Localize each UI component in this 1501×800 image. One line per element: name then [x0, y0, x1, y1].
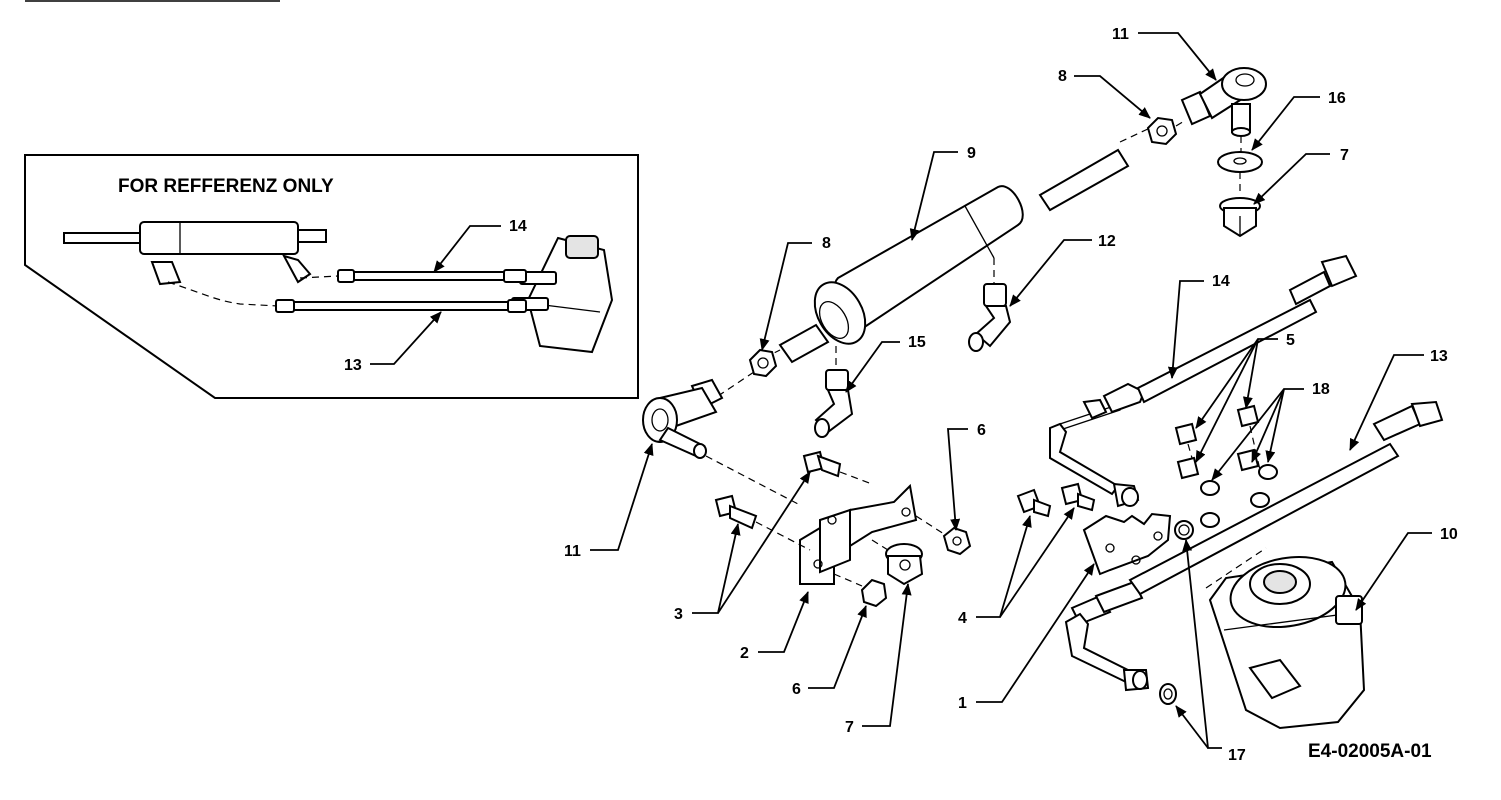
steering-unit-screws [1174, 404, 1261, 480]
steering-unit [1205, 547, 1366, 730]
callout-6-lower: 6 [792, 681, 801, 698]
leader-12 [1009, 239, 1092, 307]
callout-8-upper: 8 [1058, 68, 1067, 85]
hydraulic-cylinder [778, 127, 1151, 364]
inset-leader-14 [433, 225, 501, 273]
callout-12: 12 [1098, 233, 1116, 250]
callout-11-right: 11 [1112, 26, 1129, 43]
hose-lower [1064, 400, 1444, 692]
leader-7-upper [1253, 153, 1330, 205]
tie-rod-end-left [642, 371, 801, 506]
inset-leader-13 [370, 311, 442, 365]
steering-unit-washers [1200, 464, 1278, 528]
lock-nut-lower-big [871, 539, 924, 586]
leader-1 [976, 563, 1095, 703]
hex-nut-left [748, 348, 781, 378]
leader-3-a [692, 523, 741, 614]
callout-4: 4 [958, 610, 967, 627]
callout-11-left: 11 [564, 543, 581, 560]
tie-rod-end-right [1180, 67, 1267, 152]
callout-17: 17 [1228, 747, 1246, 764]
leader-10 [1355, 532, 1432, 611]
bracket [799, 483, 918, 585]
callout-2: 2 [740, 645, 749, 662]
callout-14: 14 [1212, 273, 1230, 290]
mounting-plate [1082, 512, 1172, 576]
lock-nut-bracket [915, 515, 972, 556]
leader-4-b [999, 507, 1075, 618]
leader-8-upper [1074, 75, 1151, 119]
callout-1: 1 [958, 695, 967, 712]
callout-7-lower: 7 [845, 719, 854, 736]
elbow-fitting-right [968, 258, 1012, 352]
leader-16 [1251, 96, 1320, 151]
leader-8-left [759, 242, 812, 351]
lock-nut-lower-small [833, 573, 888, 608]
leader-17-b [1175, 705, 1209, 749]
leader-7-lower [862, 583, 912, 727]
hose-upper [1049, 254, 1358, 508]
leader-3-b [717, 471, 811, 614]
leader-6-right [947, 428, 968, 531]
washer [1217, 151, 1263, 196]
inset-cylinder-drawing [63, 221, 327, 286]
callout-7-upper: 7 [1340, 147, 1349, 164]
leader-2 [758, 591, 809, 653]
leader-18-b [1251, 388, 1285, 463]
callout-10: 10 [1440, 526, 1458, 543]
callout-9: 9 [967, 145, 976, 162]
hex-nut-upper [1146, 116, 1187, 146]
bracket-bolts [714, 450, 873, 551]
leader-17-a [1182, 539, 1222, 749]
callout-6-right: 6 [977, 422, 986, 439]
leader-5-c [1242, 338, 1259, 409]
leader-14 [1167, 280, 1204, 379]
o-rings [1159, 520, 1194, 705]
document-id: E4-02005A-01 [1308, 741, 1432, 762]
callout-16: 16 [1328, 90, 1346, 107]
leader-4-a [976, 515, 1032, 618]
inset-frame [24, 154, 639, 399]
inset-callout-13: 13 [344, 357, 362, 374]
leader-5-b [1195, 338, 1259, 463]
reference-inset: FOR REFFERENZ ONLY [24, 154, 639, 399]
leader-9 [909, 151, 958, 241]
leader-6-lower [808, 605, 867, 689]
leader-11-left [590, 443, 654, 551]
inset-callout-14: 14 [509, 218, 527, 235]
callout-18: 18 [1312, 381, 1330, 398]
plate-bolts [1016, 482, 1096, 518]
callout-3: 3 [674, 606, 683, 623]
inset-steering-unit-drawing [511, 235, 614, 354]
leader-15 [845, 341, 900, 393]
callout-8-left: 8 [822, 235, 831, 252]
leader-13 [1349, 354, 1424, 451]
callout-5: 5 [1286, 332, 1295, 349]
inset-title: FOR REFFERENZ ONLY [118, 176, 334, 197]
callout-13: 13 [1430, 348, 1448, 365]
callout-15: 15 [908, 334, 926, 351]
leader-18-c [1265, 388, 1285, 463]
inset-hoses-drawing [167, 269, 527, 313]
lock-nut-upper [1219, 197, 1261, 238]
leader-11-right [1138, 32, 1217, 81]
